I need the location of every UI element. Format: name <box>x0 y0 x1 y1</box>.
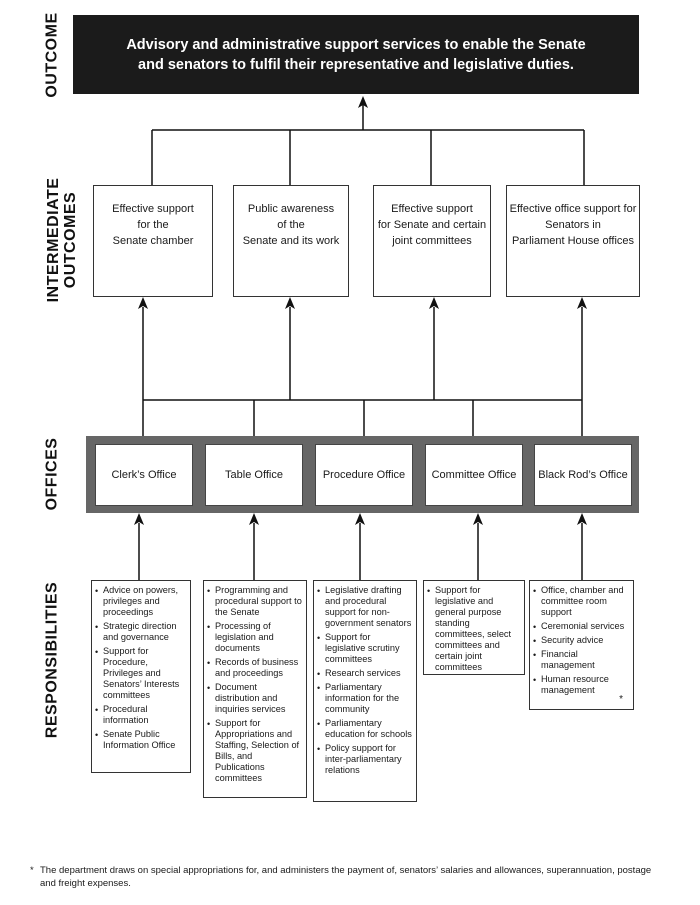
office-clerks: Clerk’s Office <box>95 444 193 506</box>
office-black-rods: Black Rod’s Office <box>534 444 632 506</box>
list-item: Procedural information <box>95 704 187 726</box>
list-item: Programming and procedural support to th… <box>207 585 303 618</box>
list-item: Policy support for inter-parliamentary r… <box>317 743 413 776</box>
list-item: Records of business and proceedings <box>207 657 303 679</box>
responsibilities-table-office: Programming and procedural support to th… <box>203 580 307 798</box>
io-3-arrowhead <box>429 297 439 309</box>
office-label: Black Rod’s Office <box>538 469 628 481</box>
list-item: Strategic direction and governance <box>95 621 187 643</box>
list-item: Office, chamber and committee room suppo… <box>533 585 630 618</box>
intermediate-outcome-committees: Effective support for Senate and certain… <box>373 185 491 297</box>
footnote-mark: * <box>30 865 34 876</box>
list-item: Senate Public Information Office <box>95 729 187 751</box>
list-item: Support for legislative scrutiny committ… <box>317 632 413 665</box>
office-committee: Committee Office <box>425 444 523 506</box>
office-table: Table Office <box>205 444 303 506</box>
list-item: Parliamentary education for schools <box>317 718 413 740</box>
responsibilities-black-rods-office: Office, chamber and committee room suppo… <box>529 580 634 710</box>
list-item: Legislative drafting and procedural supp… <box>317 585 413 629</box>
resp-5-arrowhead <box>577 513 587 525</box>
responsibilities-procedure-office: Legislative drafting and procedural supp… <box>313 580 417 802</box>
resp-4-arrowhead <box>473 513 483 525</box>
list-item: Support for Appropriations and Staffing,… <box>207 718 303 784</box>
list-item: Support for Procedure, Privileges and Se… <box>95 646 187 701</box>
list-item: Document distribution and inquiries serv… <box>207 682 303 715</box>
resp-2-arrowhead <box>249 513 259 525</box>
list-item: Security advice <box>533 635 630 647</box>
responsibilities-clerks-office: Advice on powers, privileges and proceed… <box>91 580 191 773</box>
office-label: Table Office <box>225 469 283 481</box>
list-item: Research services <box>317 668 413 680</box>
responsibilities-committee-office: Support for legislative and general purp… <box>423 580 525 675</box>
resp-1-arrowhead <box>134 513 144 525</box>
office-procedure: Procedure Office <box>315 444 413 506</box>
office-label: Clerk’s Office <box>111 469 177 481</box>
io-4-arrowhead <box>577 297 587 309</box>
outcome-box: Advisory and administrative support serv… <box>73 15 639 94</box>
intermediate-outcome-senate-chamber: Effective support for the Senate chamber <box>93 185 213 297</box>
footnote-asterisk: * <box>619 694 623 705</box>
list-item: Financial management <box>533 649 630 671</box>
footnote-text: The department draws on special appropri… <box>40 865 652 889</box>
intermediate-outcome-public-awareness: Public awareness of the Senate and its w… <box>233 185 349 297</box>
office-label: Committee Office <box>431 469 517 481</box>
list-item: Parliamentary information for the commun… <box>317 682 413 715</box>
io-2-arrowhead <box>285 297 295 309</box>
office-label: Procedure Office <box>322 469 406 481</box>
list-item: Ceremonial services <box>533 621 630 633</box>
list-item: Processing of legislation and documents <box>207 621 303 654</box>
intermediate-outcome-office-support: Effective office support for Senators in… <box>506 185 640 297</box>
list-item: Support for legislative and general purp… <box>427 585 521 673</box>
io-1-arrowhead <box>138 297 148 309</box>
outcome-text: Advisory and administrative support serv… <box>126 36 586 73</box>
list-item: Advice on powers, privileges and proceed… <box>95 585 187 618</box>
footnote: * The department draws on special approp… <box>30 864 660 890</box>
outcome-arrowhead <box>358 96 368 108</box>
list-item: Human resource management <box>533 674 630 696</box>
resp-3-arrowhead <box>355 513 365 525</box>
